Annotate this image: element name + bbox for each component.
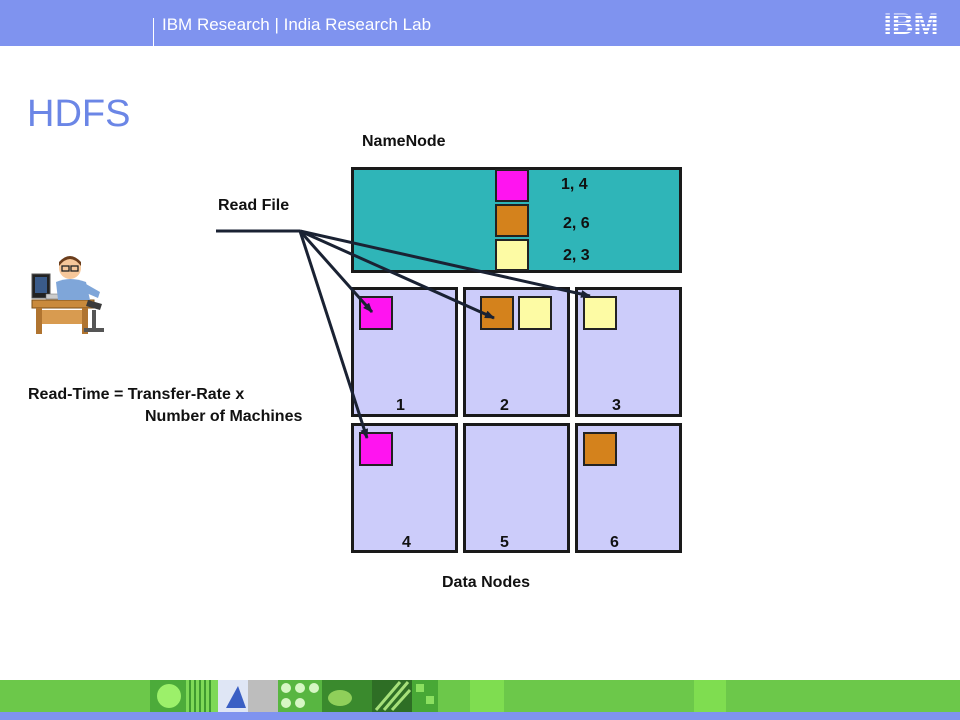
datanode-2-block-yellow [518, 296, 552, 330]
namenode-block-yellow [495, 239, 529, 271]
datanode-number-1: 1 [396, 397, 405, 414]
namenode-entry-1: 1, 4 [561, 176, 588, 193]
ibm-logo: IBM [884, 8, 939, 38]
formula-line-2: Number of Machines [145, 408, 303, 425]
datanode-number-2: 2 [500, 397, 509, 414]
header-text: IBM Research | India Research Lab [162, 15, 431, 35]
datanode-3-block-yellow [583, 296, 617, 330]
arrow-to-namenode-1 [298, 230, 374, 313]
user-at-computer-icon [31, 256, 104, 334]
ibm-logo-text: IBM [884, 8, 939, 38]
header-divider: | [274, 15, 279, 34]
datanode-1-block-magenta [359, 296, 393, 330]
datanode-6-block-orange [583, 432, 617, 466]
namenode-entry-2: 2, 6 [563, 215, 590, 232]
datanode-5 [463, 423, 570, 553]
arrow-to-datanode-3 [299, 229, 591, 298]
formula-line-1: Read-Time = Transfer-Rate x [28, 386, 245, 403]
arrow-to-datanode-4 [298, 230, 369, 439]
header-bar [0, 0, 960, 46]
data-nodes-label: Data Nodes [442, 574, 531, 591]
namenode-entry-3: 2, 3 [563, 247, 590, 264]
header-separator [153, 18, 154, 46]
header-org: IBM Research [162, 15, 270, 34]
footer-base [0, 712, 960, 720]
arrow-to-datanode-2 [299, 229, 495, 320]
page-title: HDFS [27, 93, 131, 135]
namenode-label: NameNode [362, 133, 446, 150]
namenode-block-orange [495, 204, 529, 237]
read-file-label: Read File [218, 197, 290, 214]
header-lab: India Research Lab [283, 15, 432, 34]
datanode-number-4: 4 [402, 534, 411, 551]
footer-decoration [150, 680, 726, 712]
namenode-block-magenta [495, 169, 529, 202]
datanode-number-3: 3 [612, 397, 621, 414]
datanode-number-5: 5 [500, 534, 509, 551]
datanode-number-6: 6 [610, 534, 619, 551]
